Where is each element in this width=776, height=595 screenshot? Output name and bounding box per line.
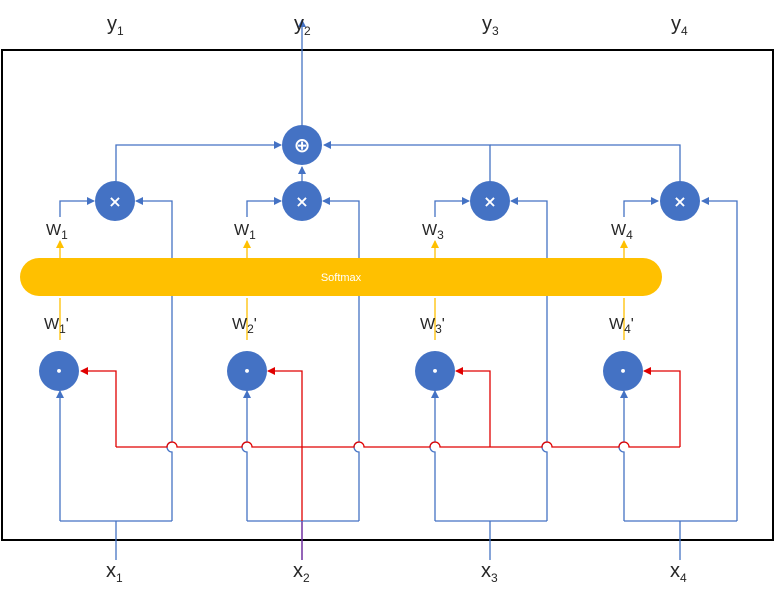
- dot-node: •: [227, 351, 267, 391]
- input-labels: x1 x2 x3 x4: [106, 560, 687, 585]
- input-label-x4: x4: [670, 560, 687, 585]
- weight-label: W4: [611, 222, 633, 242]
- raw-weight-label: W4': [609, 316, 634, 336]
- output-label-y3: y3: [482, 13, 499, 38]
- svg-text:×: ×: [108, 192, 121, 211]
- outer-frame: [1, 49, 774, 541]
- dot-node: •: [39, 351, 79, 391]
- query-lines: [80, 367, 681, 521]
- dot-nodes: • • • •: [39, 351, 643, 391]
- sum-node: ⊕: [282, 125, 322, 165]
- weight-labels: W1 W1 W3 W4: [46, 222, 633, 242]
- mult-to-sum-lines: [115, 19, 681, 183]
- input-label-x3: x3: [481, 560, 498, 585]
- raw-weight-labels: W1' W2' W3' W4': [44, 316, 634, 336]
- svg-text:•: •: [55, 365, 62, 378]
- softmax-label: Softmax: [321, 272, 362, 284]
- raw-weight-label: W2': [232, 316, 257, 336]
- svg-text:×: ×: [295, 192, 308, 211]
- input-label-x2: x2: [293, 560, 310, 585]
- dot-node: •: [415, 351, 455, 391]
- mult-nodes: × × × ×: [95, 181, 700, 221]
- svg-text:⊕: ⊕: [294, 133, 311, 157]
- weight-label: W1: [46, 222, 68, 242]
- svg-text:•: •: [431, 365, 438, 378]
- weight-label: W3: [422, 222, 444, 242]
- dot-node: •: [603, 351, 643, 391]
- weight-to-mult-lines: [59, 197, 659, 217]
- mult-node: ×: [660, 181, 700, 221]
- raw-weight-label: W1': [44, 316, 69, 336]
- svg-text:•: •: [619, 365, 626, 378]
- svg-text:×: ×: [483, 192, 496, 211]
- raw-weight-label: W3': [420, 316, 445, 336]
- mult-node: ×: [95, 181, 135, 221]
- weight-label: W1: [234, 222, 256, 242]
- mult-node: ×: [282, 181, 322, 221]
- output-label-y4: y4: [671, 13, 688, 38]
- svg-text:×: ×: [673, 192, 686, 211]
- mult-node: ×: [470, 181, 510, 221]
- softmax-links: [56, 240, 628, 340]
- softmax-bar: Softmax: [20, 258, 662, 296]
- input-label-x1: x1: [106, 560, 123, 585]
- output-label-y2: y2: [294, 13, 311, 38]
- output-label-y1: y1: [107, 13, 124, 38]
- input-stubs: [115, 521, 681, 560]
- output-labels: y1 y2 y3 y4: [107, 13, 688, 38]
- svg-text:•: •: [243, 365, 250, 378]
